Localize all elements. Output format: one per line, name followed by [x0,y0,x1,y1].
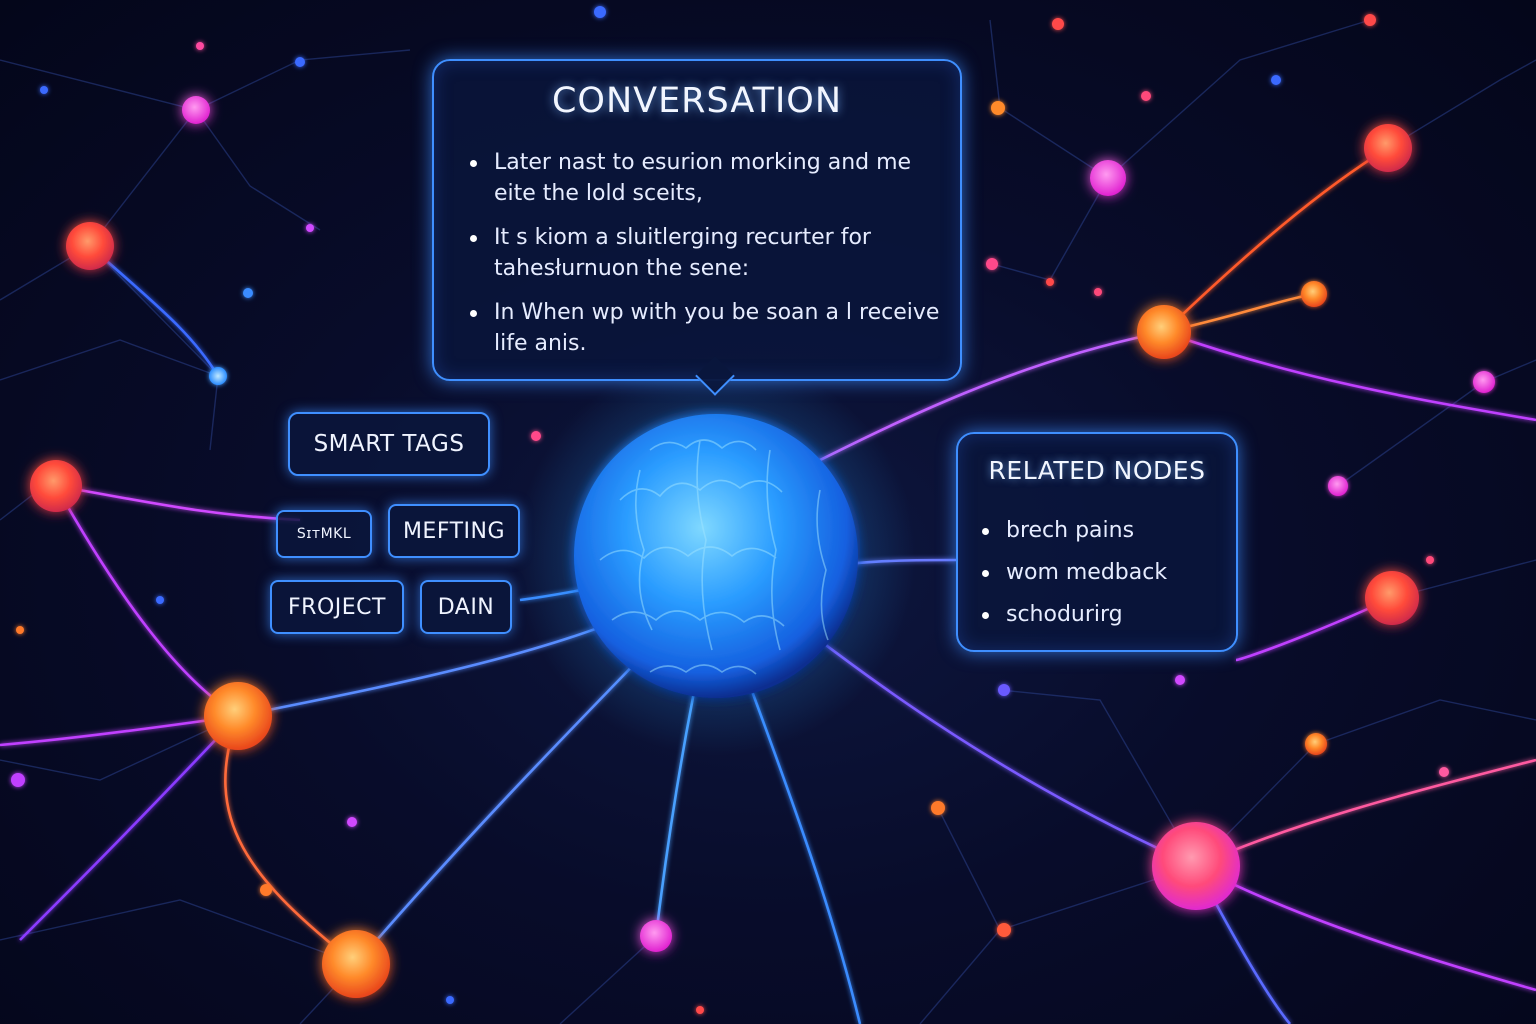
related-nodes-list: brech pains wom medback schodurirg [982,510,1167,636]
orange-node [204,682,272,750]
ambient-dots [11,6,1495,1014]
pink-node [1152,822,1240,910]
conversation-panel: CONVERSATION Later nast to esurion morki… [432,59,962,381]
conversation-list: Later nast to esurion morking and me eit… [470,147,940,372]
magenta-node [640,920,672,952]
tag-chip[interactable]: MEFTING [388,504,520,558]
related-nodes-title: RELATED NODES [988,456,1206,485]
orange-node [66,222,114,270]
magenta-node [1090,160,1126,196]
related-node-item[interactable]: wom medback [982,552,1167,594]
orange-node [1365,571,1419,625]
conversation-item: It s kiom a sluitlerging recurter for ta… [470,222,940,284]
orange-node [1137,305,1191,359]
tag-chip[interactable]: FROJECT [270,580,404,634]
central-core-node [516,356,916,756]
tag-chip[interactable]: SɪᴛMKL [276,510,372,558]
conversation-item: Later nast to esurion morking and me eit… [470,147,940,209]
related-node-item[interactable]: brech pains [982,510,1167,552]
orange-node [30,460,82,512]
conversation-title: CONVERSATION [551,81,843,121]
primary-nodes [30,96,1419,998]
tag-chip[interactable]: DAIN [420,580,512,634]
orange-node [1364,124,1412,172]
related-nodes-panel: RELATED NODES brech pains wom medback sc… [956,432,1238,652]
smart-tags-header: SMART TAGS [288,412,490,476]
related-node-item[interactable]: schodurirg [982,594,1167,636]
orange-node [322,930,390,998]
conversation-item: In When wp with you be soan a l receive … [470,297,940,359]
magenta-node [182,96,210,124]
